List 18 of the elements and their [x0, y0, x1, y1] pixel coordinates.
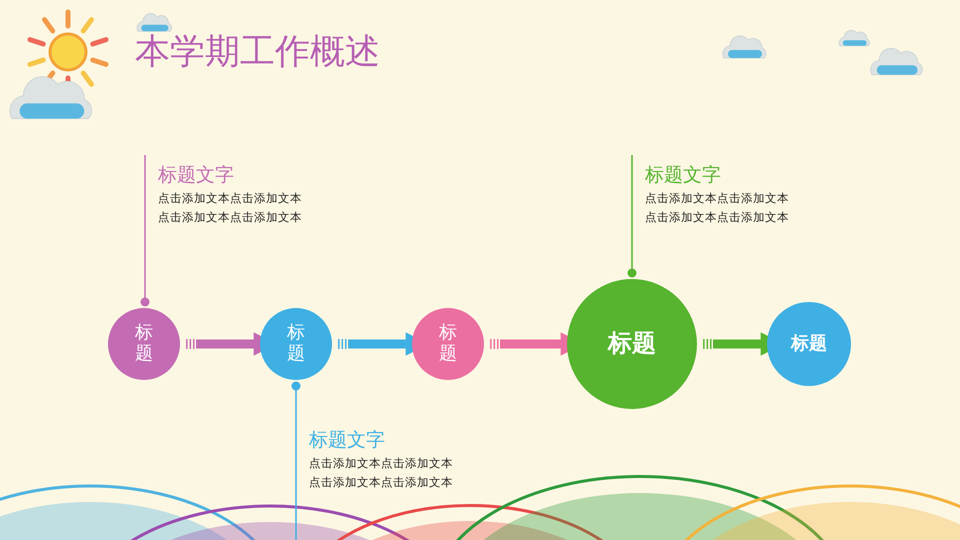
body-text: 点击添加文本点击添加文本 [645, 191, 789, 206]
heading: 标题文字 [309, 428, 385, 452]
circle: 标题 [260, 308, 332, 380]
leader-line [140, 155, 150, 306]
body-text: 点击添加文本点击添加文本 [158, 191, 302, 206]
leader-line [292, 382, 300, 540]
circle: 标题 [767, 302, 851, 386]
heading: 标题文字 [158, 163, 234, 187]
heading: 标题文字 [645, 163, 721, 187]
leader-line [628, 155, 636, 278]
body-text: 点击添加文本点击添加文本 [645, 210, 789, 225]
circle: 标题 [108, 308, 180, 380]
title: 本学期工作概述 [135, 31, 380, 74]
body-text: 点击添加文本点击添加文本 [158, 210, 302, 225]
body-text: 点击添加文本点击添加文本 [309, 456, 453, 471]
body-text: 点击添加文本点击添加文本 [309, 475, 453, 490]
circle: 标题 [412, 308, 484, 380]
circle: 标题 [567, 279, 697, 409]
